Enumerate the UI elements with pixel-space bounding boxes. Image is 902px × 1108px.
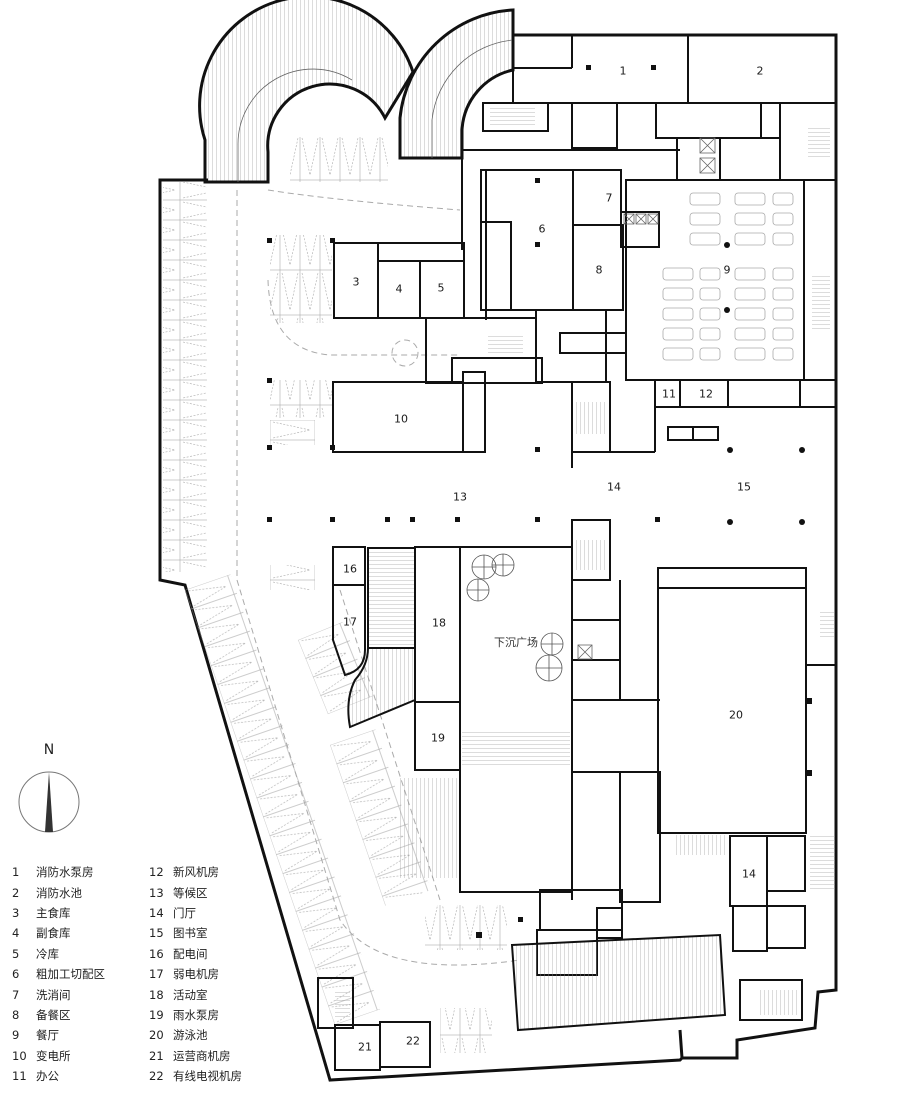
parking-stalls <box>163 137 507 1053</box>
plaza-trees <box>466 553 564 682</box>
north-arrow: N <box>16 742 82 842</box>
room-label-5: 5 <box>437 281 445 295</box>
room-label-1: 1 <box>619 64 627 78</box>
elevators <box>577 137 716 660</box>
room-label-16: 16 <box>343 562 357 576</box>
sunken-plaza-label: 下沉广场 <box>494 636 538 649</box>
room-label-9: 9 <box>723 263 731 277</box>
room-label-15: 15 <box>737 480 751 494</box>
columns <box>267 65 812 938</box>
room-label-10: 10 <box>394 412 408 426</box>
room-label-14: 14 <box>607 480 621 494</box>
curved-ramp-right <box>398 8 515 160</box>
room-label-13: 13 <box>453 490 467 504</box>
stairs <box>335 105 835 1032</box>
room-label-6: 6 <box>538 222 546 236</box>
room-label-22: 22 <box>406 1034 420 1048</box>
north-label: N <box>43 742 55 758</box>
dining-tables <box>662 192 794 361</box>
room-label-14b: 14 <box>742 867 756 881</box>
room-label-4: 4 <box>395 282 403 296</box>
room-label-11: 11 <box>662 387 676 401</box>
room-label-3: 3 <box>352 275 360 289</box>
room-label-2: 2 <box>756 64 764 78</box>
room-label-12: 12 <box>699 387 713 401</box>
room-label-17: 17 <box>343 615 357 629</box>
room-label-19: 19 <box>431 731 445 745</box>
room-label-21: 21 <box>358 1040 372 1054</box>
room-label-18: 18 <box>432 616 446 630</box>
room-label-8: 8 <box>595 263 603 277</box>
compass-icon <box>18 771 80 833</box>
room-label-7: 7 <box>605 191 613 205</box>
curved-ramp-left <box>198 0 415 184</box>
interior-walls <box>317 34 837 1071</box>
room-label-20: 20 <box>729 708 743 722</box>
